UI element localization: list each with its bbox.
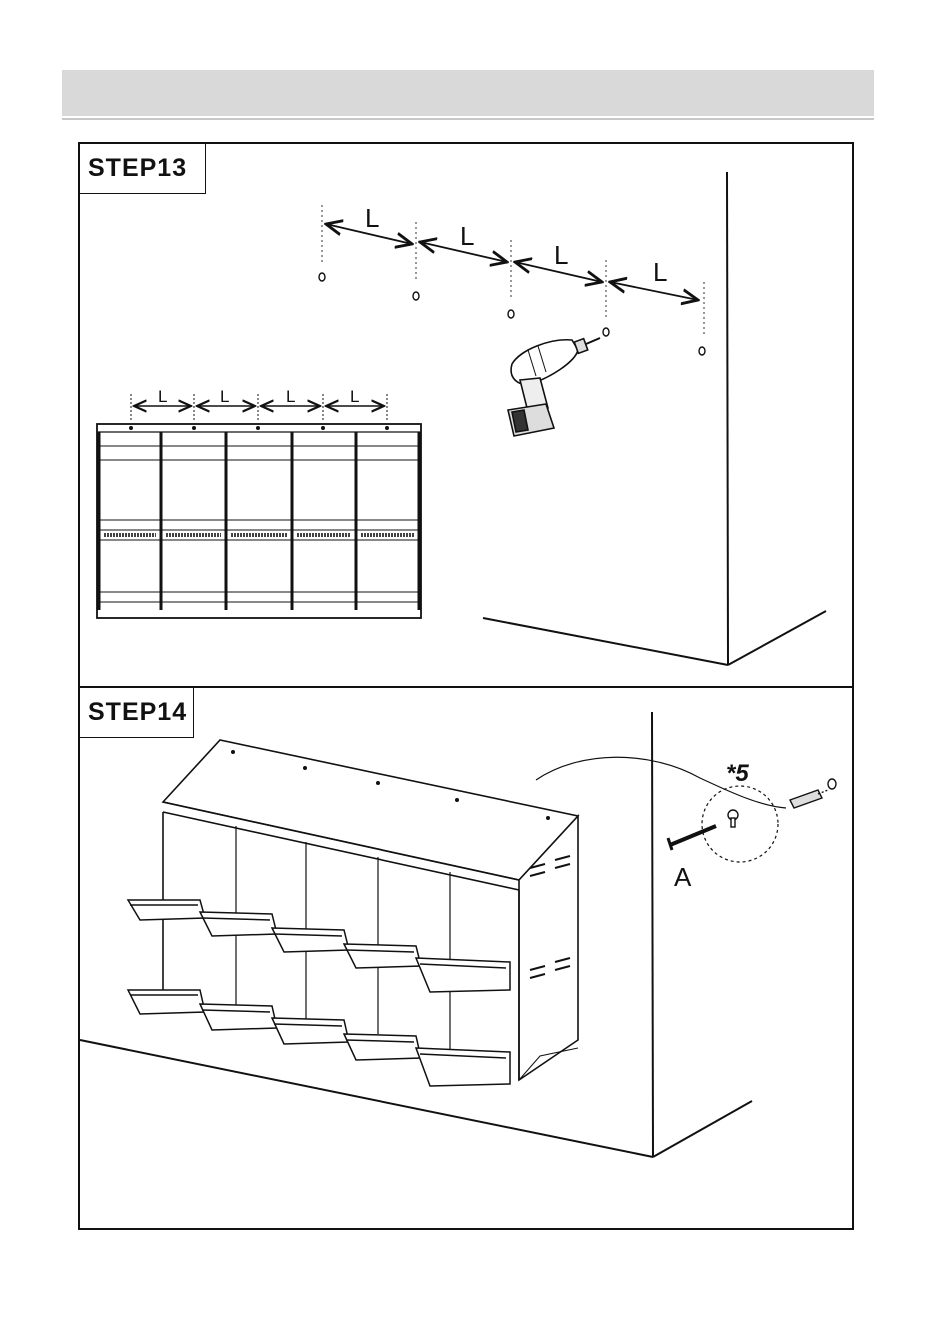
spacing-label: L (286, 387, 295, 406)
spacing-label: L (653, 257, 667, 287)
spacing-label: L (350, 387, 359, 406)
drill-holes (319, 273, 705, 355)
bins-upper-row (128, 900, 510, 992)
step14-label: STEP14 (80, 688, 194, 738)
drill-icon (508, 338, 600, 436)
cabinet-front-view (97, 424, 421, 618)
bins-lower-row (128, 990, 510, 1086)
wall-anchor-icon (790, 790, 828, 808)
spacing-label: L (365, 203, 379, 233)
spacing-label: L (460, 221, 474, 251)
part-label-a: A (674, 862, 692, 892)
spacing-label: L (158, 387, 167, 406)
screw-icon (668, 826, 716, 850)
wall-hole-icon (828, 779, 836, 789)
keyhole-icon (728, 810, 738, 827)
spacing-labels-large: L L L L (365, 203, 667, 287)
wall-step14 (80, 712, 752, 1157)
spacing-label: L (554, 240, 568, 270)
spacing-arrows (326, 224, 698, 300)
step13-label: STEP13 (80, 144, 206, 194)
spacing-arrows-small (131, 394, 387, 422)
spacing-labels-small: L L L L (158, 387, 359, 406)
spacing-label: L (220, 387, 229, 406)
quantity-label: *5 (726, 760, 749, 787)
